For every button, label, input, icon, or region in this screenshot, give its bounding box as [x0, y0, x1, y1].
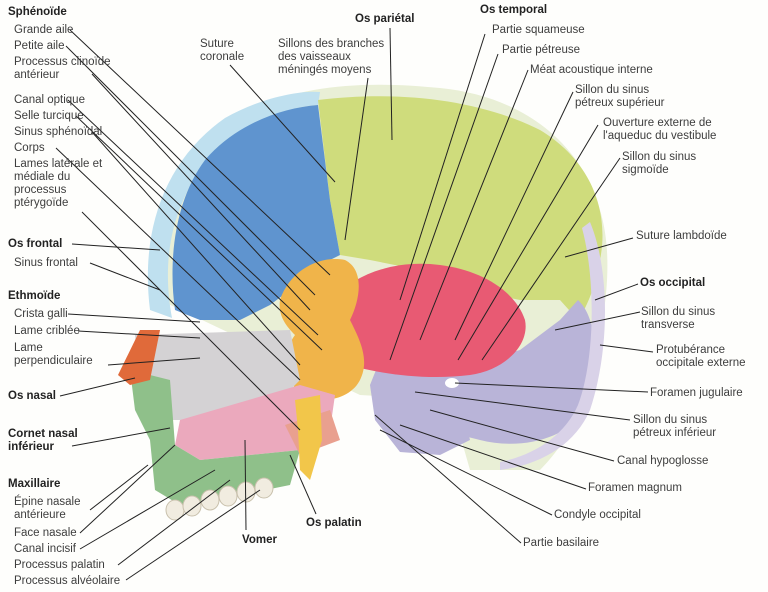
label-sinus-sphenoidal: Sinus sphénoïdal: [14, 126, 103, 138]
leader-line: [419, 69, 529, 341]
frontal-bone: [172, 105, 340, 320]
leader-line: [91, 131, 301, 366]
label-sillon-transverse: Sillon du sinus transverse: [641, 306, 716, 331]
leader-line: [399, 424, 587, 490]
pterygoid-process: [295, 395, 322, 480]
leader-line: [564, 237, 634, 258]
label-condyle-occipital: Condyle occipital: [554, 509, 641, 521]
leader-line: [414, 391, 631, 421]
label-sillon-petreux-inf: Sillon du sinus pétreux inférieur: [633, 414, 717, 439]
occipital-header: Os occipital: [640, 277, 706, 289]
leader-line: [481, 157, 621, 361]
sphenoid-bone: [279, 259, 365, 400]
label-aqueduc-vestibule: Ouverture externe de l'aqueduc du vestib…: [603, 117, 717, 142]
cornet-nasal-header: Cornet nasal inférieur: [8, 428, 78, 453]
teeth: [165, 477, 274, 521]
label-meat-acoustique: Méat acoustique interne: [530, 64, 653, 76]
leader-line: [55, 147, 301, 381]
label-sinus-frontal: Sinus frontal: [14, 257, 78, 269]
frontal-header: Os frontal: [8, 238, 63, 250]
label-foramen-jugulaire: Foramen jugulaire: [650, 387, 743, 399]
leader-line: [454, 382, 649, 393]
label-selle-turcique: Selle turcique: [14, 110, 84, 122]
maxilla-bone: [130, 370, 300, 505]
occipital-basilar: [370, 360, 470, 455]
parietal-bone: [318, 96, 603, 320]
leader-line: [399, 33, 486, 301]
leader-line: [79, 444, 176, 534]
label-lame-criblee: Lame criblée: [14, 325, 80, 337]
jugular-foramen: [445, 378, 459, 388]
label-partie-basilaire: Partie basilaire: [523, 537, 600, 549]
leader-line: [107, 357, 201, 366]
label-grande-aile: Grande aile: [14, 24, 74, 36]
leader-line: [75, 115, 323, 351]
temporal-header: Os temporal: [480, 4, 548, 16]
label-sillon-petreux-sup: Sillon du sinus pétreux supérieur: [575, 84, 665, 109]
leader-line: [69, 29, 331, 276]
leader-line: [125, 489, 261, 581]
label-protuberance: Protubérance occipitale externe: [656, 344, 746, 369]
leader-line: [117, 479, 231, 566]
leader-line: [77, 330, 201, 339]
ethmoide-header: Ethmoïde: [8, 290, 61, 302]
os-nasal-header: Os nasal: [8, 390, 56, 402]
label-foramen-magnum: Foramen magnum: [588, 482, 682, 494]
leader-line: [389, 27, 393, 141]
label-petite-aile: Petite aile: [14, 40, 65, 52]
leader-line: [374, 414, 522, 544]
sphenoide-header: Sphénoïde: [8, 6, 67, 18]
label-sillon-sigmoide: Sillon du sinus sigmoïde: [622, 151, 697, 176]
leader-line: [594, 283, 639, 301]
label-canal-hypoglosse: Canal hypoglosse: [617, 455, 709, 467]
leader-line: [79, 469, 216, 550]
leader-line: [89, 262, 161, 291]
leader-line: [554, 311, 641, 331]
leader-line: [65, 45, 316, 296]
parietal-header: Os pariétal: [355, 13, 415, 25]
leader-line: [59, 377, 136, 397]
label-suture-coronale: Suture coronale: [200, 38, 245, 63]
leader-line: [67, 99, 319, 336]
label-crista-galli: Crista galli: [14, 308, 68, 320]
label-lames-pterygoide: Lames latérale et médiale du processus p…: [14, 158, 103, 209]
leader-line: [91, 73, 311, 311]
label-suture-lambdoide: Suture lambdoïde: [636, 230, 727, 242]
leader-line: [67, 313, 201, 323]
label-canal-incisif: Canal incisif: [14, 543, 76, 555]
label-partie-petreuse: Partie pétreuse: [502, 44, 580, 56]
leader-line: [229, 64, 336, 183]
os-palatin-label: Os palatin: [306, 517, 362, 529]
leader-line: [244, 439, 247, 531]
label-canal-optique: Canal optique: [14, 94, 85, 106]
label-face-nasale: Face nasale: [14, 527, 77, 539]
label-sillons-meninges: Sillons des branches des vaisseaux ménin…: [278, 38, 385, 76]
leader-line: [344, 77, 369, 241]
leader-line: [599, 344, 654, 353]
label-epine-nasale: Épine nasale antérieure: [14, 496, 81, 521]
label-corps: Corps: [14, 142, 45, 154]
label-lame-perpendiculaire: Lame perpendiculaire: [14, 342, 93, 367]
label-partie-squameuse: Partie squameuse: [492, 24, 585, 36]
label-processus-alveolaire: Processus alvéolaire: [14, 575, 121, 587]
maxillaire-header: Maxillaire: [8, 478, 61, 490]
label-processus-palatin: Processus palatin: [14, 559, 105, 571]
leader-line: [71, 243, 161, 251]
leader-line: [457, 124, 599, 361]
leader-line: [389, 53, 499, 361]
occipital-diploe: [500, 222, 605, 470]
label-processus-clinoide: Processus clinoïde antérieur: [14, 56, 111, 81]
leader-line: [89, 464, 149, 511]
leader-lines: [55, 27, 654, 581]
leader-line: [429, 409, 615, 462]
vomer-label: Vomer: [242, 534, 277, 546]
leader-line: [71, 427, 171, 447]
leader-line: [454, 91, 574, 341]
leader-line: [289, 454, 317, 515]
nasal-bone: [118, 330, 160, 385]
